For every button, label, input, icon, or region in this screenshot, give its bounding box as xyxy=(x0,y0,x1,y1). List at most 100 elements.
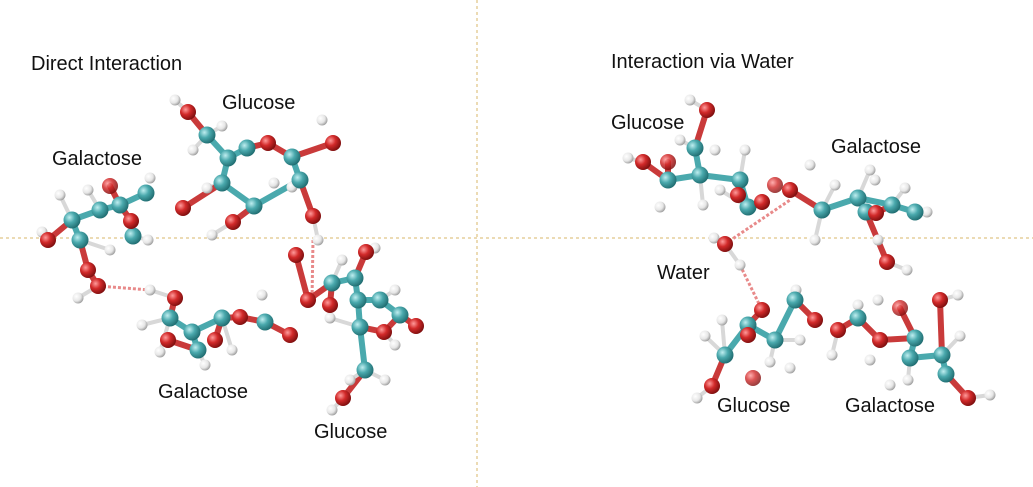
carbon-atom xyxy=(739,198,757,216)
oxygen-atom xyxy=(207,332,223,348)
carbon-atom xyxy=(849,189,867,207)
oxygen-atom xyxy=(754,194,770,210)
oxygen-atom xyxy=(660,154,676,170)
label-water: Water xyxy=(657,262,710,284)
oxygen-atom xyxy=(180,104,196,120)
carbon-atom xyxy=(124,227,142,245)
oxygen-atom xyxy=(305,208,321,224)
carbon-atom xyxy=(731,171,749,189)
label-glucose-bottom-left: Glucose xyxy=(314,421,388,443)
carbon-atom xyxy=(63,211,81,229)
hydrogen-atom xyxy=(154,346,166,358)
carbon-atom xyxy=(813,201,831,219)
hydrogen-bonds xyxy=(97,198,791,311)
carbon-atom xyxy=(356,361,374,379)
hydrogen-atom xyxy=(216,120,228,132)
carbon-atom xyxy=(351,318,369,336)
label-galactose-bottom-right: Galactose xyxy=(845,395,936,417)
oxygen-atom xyxy=(102,178,118,194)
hydrogen-atom xyxy=(199,359,211,371)
oxygen-atom xyxy=(282,327,298,343)
hydrogen-atom xyxy=(697,199,709,211)
carbon-atom xyxy=(91,201,109,219)
carbon-atom xyxy=(349,291,367,309)
hydrogen-atom xyxy=(144,172,156,184)
hydrogen-atom xyxy=(268,177,280,189)
hydrogen-atom xyxy=(54,189,66,201)
oxygen-atom xyxy=(325,135,341,151)
oxygen-atom xyxy=(872,332,888,348)
hydrogen-atom xyxy=(864,354,876,366)
hydrogen-atom xyxy=(884,379,896,391)
hydrogen-atom xyxy=(952,289,964,301)
hydrogen-bond xyxy=(310,239,315,301)
hydrogen-atom xyxy=(872,234,884,246)
oxygen-atom xyxy=(175,200,191,216)
oxygen-atom xyxy=(160,332,176,348)
carbon-atom xyxy=(213,174,231,192)
carbon-atom xyxy=(71,231,89,249)
label-glucose-bottom-right: Glucose xyxy=(717,395,791,417)
hydrogen-atom xyxy=(201,182,213,194)
carbon-atom xyxy=(219,149,237,167)
oxygen-atom xyxy=(300,292,316,308)
hydrogen-atom xyxy=(691,392,703,404)
oxygen-atom xyxy=(635,154,651,170)
oxygen-atom xyxy=(232,309,248,325)
label-glucose-top-left: Glucose xyxy=(222,92,296,114)
oxygen-atom xyxy=(745,370,761,386)
hydrogen-atom xyxy=(899,182,911,194)
hydrogen-atom xyxy=(324,312,336,324)
hydrogen-atom xyxy=(901,264,913,276)
panel-title-direct: Direct Interaction xyxy=(31,53,183,75)
carbon-atom xyxy=(786,291,804,309)
oxygen-atom xyxy=(358,244,374,260)
hydrogen-atom xyxy=(864,164,876,176)
carbon-atom xyxy=(198,126,216,144)
hydrogen-atom xyxy=(312,234,324,246)
hydrogen-atom xyxy=(872,294,884,306)
carbon-atom xyxy=(245,197,263,215)
hydrogen-atom xyxy=(344,374,356,386)
hydrogen-atom xyxy=(142,234,154,246)
carbon-atom xyxy=(323,274,341,292)
hydrogen-atom xyxy=(699,330,711,342)
hydrogen-atom xyxy=(764,356,776,368)
carbon-atom xyxy=(111,196,129,214)
carbon-atom xyxy=(883,196,901,214)
hydrogen-atom xyxy=(708,232,720,244)
hydrogen-atom xyxy=(902,374,914,386)
oxygen-atom xyxy=(807,312,823,328)
carbon-atom xyxy=(213,309,231,327)
carbon-atom xyxy=(686,139,704,157)
panel-title-water: Interaction via Water xyxy=(611,51,794,73)
carbon-atom xyxy=(849,309,867,327)
hydrogen-atom xyxy=(389,339,401,351)
oxygen-atom xyxy=(80,262,96,278)
carbon-atom xyxy=(937,365,955,383)
hydrogen-bond xyxy=(97,284,151,292)
hydrogen-atom xyxy=(144,284,156,296)
oxygen-atom xyxy=(699,102,715,118)
hydrogen-atom xyxy=(684,94,696,106)
hydrogen-atom xyxy=(206,229,218,241)
hydrogen-atom xyxy=(804,159,816,171)
oxygen-atom xyxy=(830,322,846,338)
hydrogen-atom xyxy=(809,234,821,246)
oxygen-atom xyxy=(376,324,392,340)
hydrogen-atom xyxy=(654,201,666,213)
oxygen-atom xyxy=(960,390,976,406)
hydrogen-atom xyxy=(716,314,728,326)
atoms xyxy=(36,94,996,416)
hydrogen-atom xyxy=(379,374,391,386)
hydrogen-atom xyxy=(169,94,181,106)
hydrogen-atom xyxy=(187,144,199,156)
hydrogen-atom xyxy=(389,284,401,296)
bond xyxy=(937,297,945,358)
carbon-atom xyxy=(766,331,784,349)
hydrogen-atom xyxy=(316,114,328,126)
oxygen-atom xyxy=(90,278,106,294)
hydrogen-atom xyxy=(709,144,721,156)
